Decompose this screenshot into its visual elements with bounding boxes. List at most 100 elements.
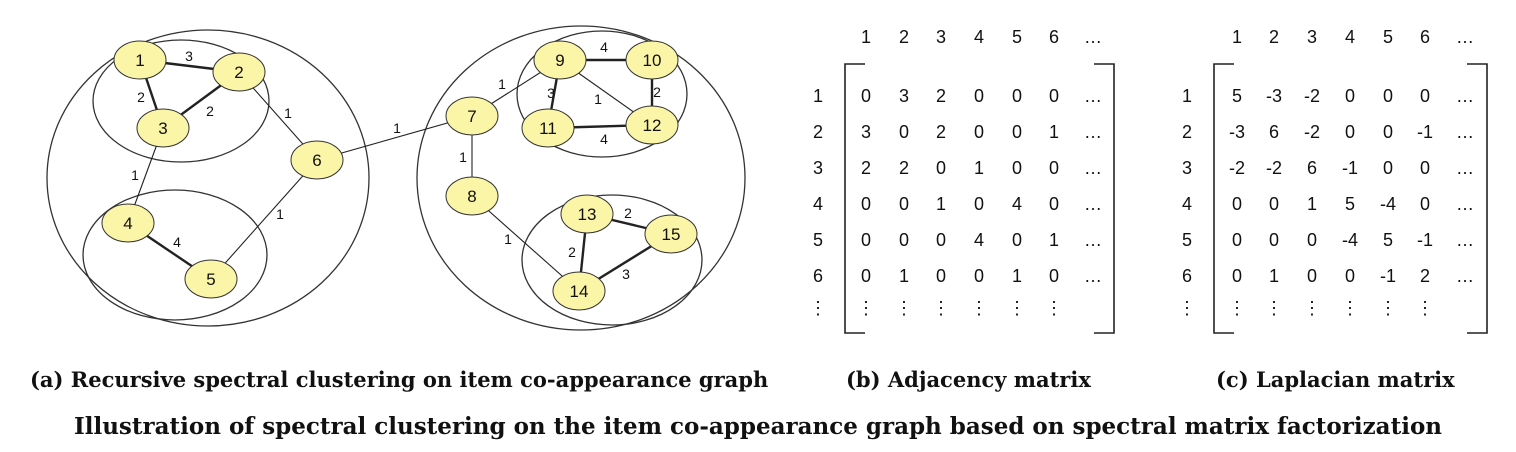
- laplacian-cell-4-7: …: [1456, 194, 1474, 214]
- edge-weight-7-9: 1: [498, 76, 506, 92]
- adjacency-cell-6-7: …: [1084, 266, 1102, 286]
- laplacian-cell-6-1: 0: [1232, 266, 1242, 286]
- laplacian-row-header-5: 5: [1182, 230, 1192, 250]
- adjacency-cell-1-6: 0: [1049, 86, 1059, 106]
- node-10: [625, 40, 679, 80]
- adjacency-cell-6-6: 0: [1049, 266, 1059, 286]
- laplacian-cell-1-6: 0: [1420, 86, 1430, 106]
- laplacian-cell-7-5: ⋮: [1379, 298, 1397, 318]
- adjacency-cell-3-2: 2: [899, 158, 909, 178]
- adjacency-cell-6-5: 1: [1012, 266, 1022, 286]
- node-label-4: 4: [123, 214, 132, 233]
- node-label-6: 6: [312, 151, 321, 170]
- edge-weight-4-5: 4: [173, 234, 181, 250]
- adjacency-cell-5-5: 0: [1012, 230, 1022, 250]
- laplacian-cell-6-5: -1: [1380, 266, 1396, 286]
- node-label-12: 12: [643, 116, 662, 135]
- node-3: [136, 108, 190, 148]
- laplacian-row-header-7: ⋮: [1178, 298, 1196, 318]
- laplacian-col-header-6: 6: [1420, 27, 1430, 47]
- laplacian-cell-5-1: 0: [1232, 230, 1242, 250]
- node-label-11: 11: [539, 119, 557, 138]
- adjacency-col-header-1: 1: [861, 27, 871, 47]
- laplacian-cell-4-6: 0: [1420, 194, 1430, 214]
- laplacian-cell-1-3: -2: [1304, 86, 1320, 106]
- laplacian-cell-5-6: -1: [1417, 230, 1433, 250]
- laplacian-cell-6-6: 2: [1420, 266, 1430, 286]
- edge-weight-2-3: 2: [206, 103, 214, 119]
- figure-caption: Illustration of spectral clustering on t…: [73, 413, 1443, 440]
- laplacian-cell-3-4: -1: [1342, 158, 1358, 178]
- laplacian-right-bracket: [1467, 63, 1488, 334]
- laplacian-cell-2-3: -2: [1304, 122, 1320, 142]
- laplacian-col-header-1: 1: [1232, 27, 1242, 47]
- adjacency-cell-1-1: 0: [861, 86, 871, 106]
- node-15: [644, 214, 698, 254]
- laplacian-cell-4-3: 1: [1307, 194, 1317, 214]
- adjacency-cell-5-2: 0: [899, 230, 909, 250]
- laplacian-row-header-2: 2: [1182, 122, 1192, 142]
- cluster-right-outer: [416, 25, 746, 331]
- laplacian-cell-2-5: 0: [1383, 122, 1393, 142]
- laplacian-cell-3-5: 0: [1383, 158, 1393, 178]
- laplacian-cell-1-2: -3: [1266, 86, 1282, 106]
- adjacency-cell-2-4: 0: [974, 122, 984, 142]
- edge-weight-1-3: 2: [137, 89, 145, 105]
- laplacian-cell-5-7: …: [1456, 230, 1474, 250]
- edge-weight-14-15: 3: [622, 266, 630, 282]
- adjacency-cell-3-1: 2: [861, 158, 871, 178]
- node-1: [113, 40, 167, 80]
- laplacian-cell-4-5: -4: [1380, 194, 1396, 214]
- laplacian-cell-3-2: -2: [1266, 158, 1282, 178]
- node-label-15: 15: [662, 225, 681, 244]
- edge-weight-10-12: 2: [653, 84, 661, 100]
- adjacency-cell-4-2: 0: [899, 194, 909, 214]
- edge-5-6: [210, 159, 318, 280]
- adjacency-cell-3-5: 0: [1012, 158, 1022, 178]
- adjacency-cell-1-5: 0: [1012, 86, 1022, 106]
- node-label-7: 7: [467, 107, 476, 126]
- adjacency-col-header-3: 3: [936, 27, 946, 47]
- node-8: [445, 176, 499, 216]
- cluster-13-14-15: [521, 194, 703, 326]
- laplacian-cell-2-2: 6: [1269, 122, 1279, 142]
- laplacian-cell-7-2: ⋮: [1265, 298, 1283, 318]
- adjacency-cell-3-7: …: [1084, 158, 1102, 178]
- laplacian-cell-6-7: …: [1456, 266, 1474, 286]
- adjacency-cell-5-7: …: [1084, 230, 1102, 250]
- adjacency-cell-6-4: 0: [974, 266, 984, 286]
- adjacency-cell-1-4: 0: [974, 86, 984, 106]
- laplacian-col-header-7: …: [1456, 27, 1474, 47]
- adjacency-row-header-6: 6: [813, 266, 823, 286]
- laplacian-row-header-1: 1: [1182, 86, 1192, 106]
- adjacency-cell-7-2: ⋮: [895, 298, 913, 318]
- laplacian-row-header-3: 3: [1182, 158, 1192, 178]
- cluster-left-outer: [46, 29, 370, 327]
- laplacian-cell-1-4: 0: [1345, 86, 1355, 106]
- adjacency-cell-5-4: 4: [974, 230, 984, 250]
- adjacency-cell-4-3: 1: [936, 194, 946, 214]
- node-label-1: 1: [135, 51, 144, 70]
- caption-b: (b) Adjacency matrix: [846, 367, 1091, 392]
- adjacency-cell-4-7: …: [1084, 194, 1102, 214]
- adjacency-row-header-1: 1: [813, 86, 823, 106]
- edge-weight-11-12: 4: [600, 131, 608, 147]
- cluster-9-10-11-12: [516, 30, 688, 158]
- edge-weight-2-6: 1: [284, 105, 292, 121]
- edge-weight-9-11: 3: [547, 85, 555, 101]
- adjacency-col-header-4: 4: [974, 27, 984, 47]
- adjacency-right-bracket: [1094, 63, 1115, 334]
- laplacian-row-header-4: 4: [1182, 194, 1192, 214]
- node-4: [101, 203, 155, 243]
- node-label-9: 9: [555, 51, 564, 70]
- node-label-8: 8: [467, 187, 476, 206]
- edge-weight-8-14: 1: [504, 231, 512, 247]
- laplacian-cell-2-1: -3: [1229, 122, 1245, 142]
- adjacency-cell-7-4: ⋮: [970, 298, 988, 318]
- adjacency-row-header-2: 2: [813, 122, 823, 142]
